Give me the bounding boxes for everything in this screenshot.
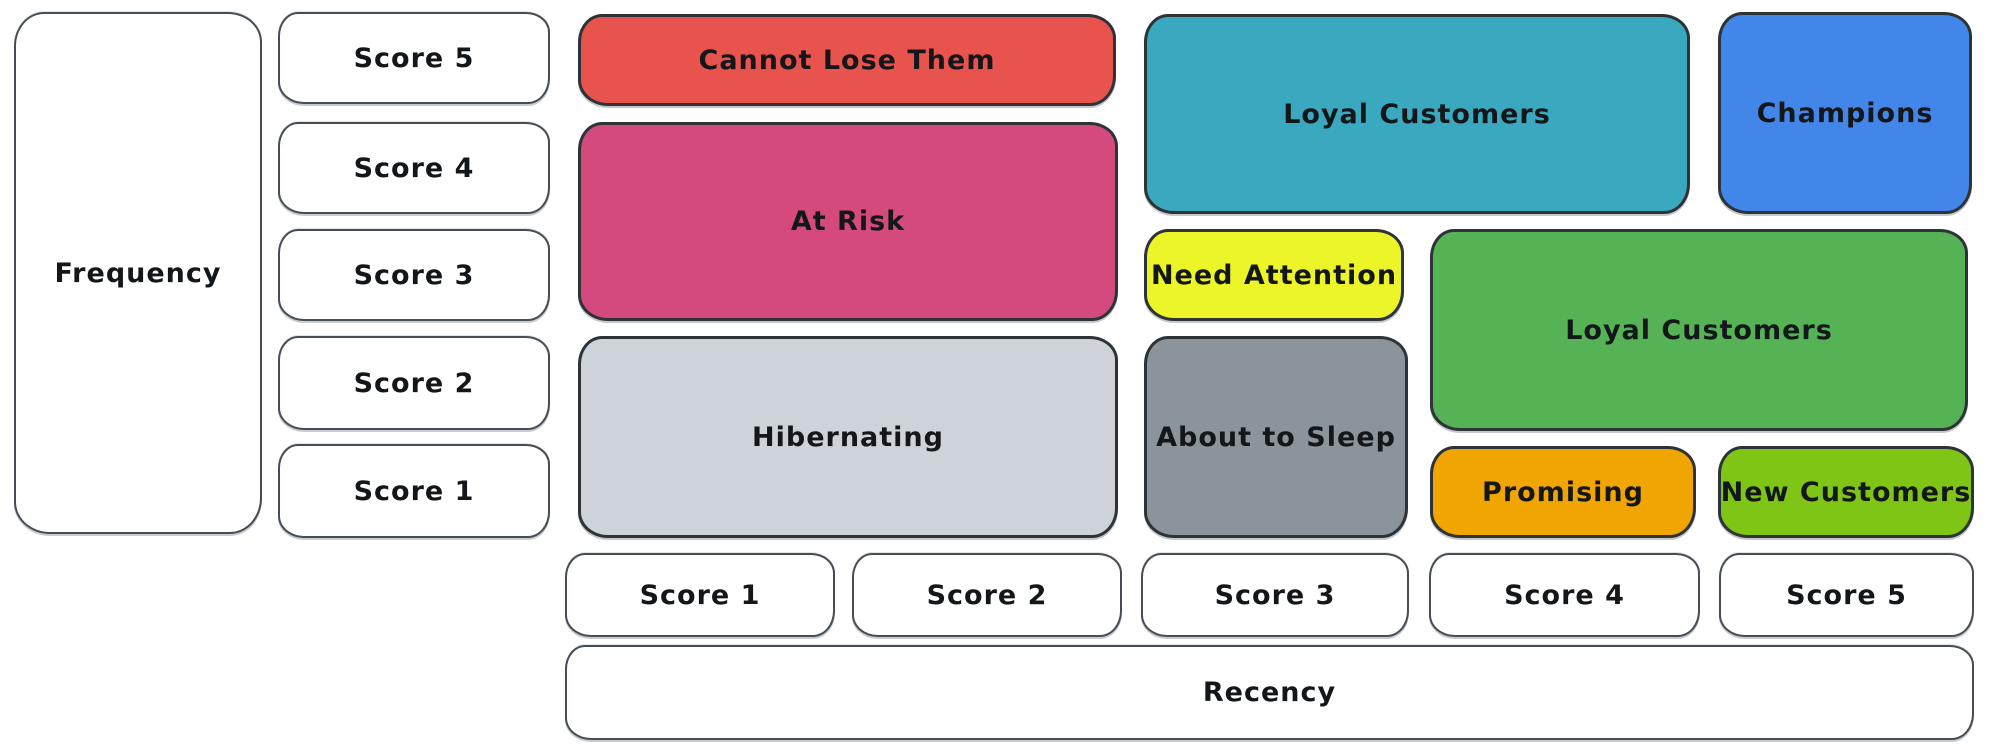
frequency-score-2-label: Score 2 [353,367,475,399]
segment-new-customers-label: New Customers [1720,476,1972,508]
segment-promising-label: Promising [1482,476,1644,508]
recency-score-5: Score 5 [1719,553,1974,637]
recency-score-1-label: Score 1 [639,579,761,611]
recency-score-5-label: Score 5 [1786,579,1907,611]
frequency-score-5-label: Score 5 [353,42,475,74]
frequency-score-5: Score 5 [278,12,550,104]
recency-score-3-label: Score 3 [1214,579,1336,611]
segment-loyal-customers-mid-label: Loyal Customers [1565,314,1833,346]
recency-axis-box: Recency [565,645,1974,740]
segment-at-risk: At Risk [578,122,1118,321]
recency-score-3: Score 3 [1141,553,1409,637]
frequency-score-4: Score 4 [278,122,550,214]
frequency-score-2: Score 2 [278,336,550,430]
recency-axis-label: Recency [1202,677,1337,708]
segment-about-to-sleep: About to Sleep [1144,336,1408,538]
segment-loyal-customers-mid: Loyal Customers [1430,229,1968,431]
segment-about-to-sleep-label: About to Sleep [1156,421,1396,453]
segment-cannot-lose-them-label: Cannot Lose Them [698,44,996,76]
segment-promising: Promising [1430,446,1696,538]
segment-new-customers: New Customers [1718,446,1974,538]
recency-score-2-label: Score 2 [926,579,1048,611]
segment-champions: Champions [1718,12,1972,214]
recency-score-4: Score 4 [1429,553,1700,637]
segment-at-risk-label: At Risk [790,206,906,237]
segment-cannot-lose-them: Cannot Lose Them [578,14,1116,106]
segment-hibernating: Hibernating [578,336,1118,538]
frequency-score-4-label: Score 4 [353,152,475,184]
segment-need-attention: Need Attention [1144,229,1404,321]
segment-champions-label: Champions [1756,97,1934,129]
frequency-score-3: Score 3 [278,229,550,321]
segment-hibernating-label: Hibernating [752,421,944,453]
frequency-score-1-label: Score 1 [353,475,475,507]
recency-score-2: Score 2 [852,553,1122,637]
recency-score-4-label: Score 4 [1504,579,1625,611]
frequency-axis-label: Frequency [54,257,222,289]
recency-score-1: Score 1 [565,553,835,637]
frequency-score-3-label: Score 3 [353,259,475,291]
frequency-axis-box: Frequency [14,12,262,534]
frequency-score-1: Score 1 [278,444,550,538]
segment-loyal-customers-top: Loyal Customers [1144,14,1690,214]
segment-loyal-customers-top-label: Loyal Customers [1283,98,1551,130]
segment-need-attention-label: Need Attention [1150,259,1398,291]
